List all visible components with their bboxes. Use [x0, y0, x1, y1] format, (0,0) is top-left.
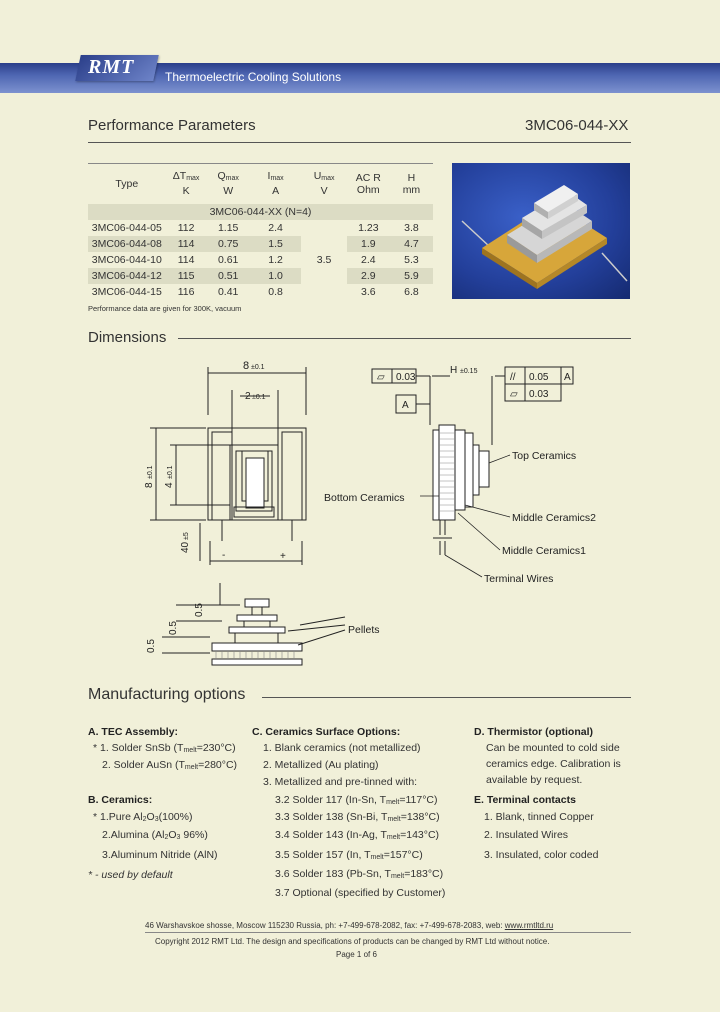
performance-note: Performance data are given for 300K, vac… [88, 304, 242, 313]
table-row: 3MC06-044-12 115 0.51 1.0 2.9 5.9 [88, 267, 433, 284]
flatness2-value: 0.03 [529, 389, 549, 400]
dim-width-8: 8 [243, 360, 249, 372]
dimension-drawings: 8 ±0.1 2 ±0.1 8 ±0.1 4 ±0.1 40 ±5 - + [144, 360, 596, 666]
thermistor-line-3: available by request. [486, 774, 583, 786]
group-label: 3MC06-044-XX (N=4) [88, 203, 433, 220]
dim-wire-40-tol: ±5 [183, 532, 190, 540]
solder-option-37: 3.7 Optional (specified by Customer) [275, 887, 446, 899]
dim-wire-40: 40 [180, 541, 191, 553]
solder-option-36: 3.6 Solder 183 (Pb-Sn, Tmelt=183°C) [275, 868, 444, 880]
footer-copyright: Copyright 2012 RMT Ltd. The design and s… [155, 937, 550, 946]
dim-height-4: 4 [164, 482, 175, 488]
company-logo: RMT [88, 56, 135, 78]
terminal-option-2: 2. Insulated Wires [484, 829, 569, 841]
table-row: 3MC06-044-05 112 1.15 2.4 3.5 1.23 3.8 [88, 220, 433, 266]
ceramics-option-3: 3.Aluminum Nitride (AlN) [102, 849, 218, 861]
dim-height-8-tol: ±0.1 [147, 465, 154, 479]
footer-rule [145, 932, 631, 933]
parallelism-symbol: // [510, 372, 516, 383]
datum-a: A [402, 400, 409, 411]
datum-ref: A [564, 372, 571, 383]
performance-title: Performance Parameters [88, 117, 256, 134]
dim-height-h-tol: ±0.15 [460, 368, 478, 375]
front-view-drawing [162, 583, 346, 666]
umax-value: 3.5 [316, 253, 332, 266]
footer-page: Page 1 of 6 [336, 950, 377, 959]
product-photo [452, 163, 630, 299]
dim-05-top: 0.5 [194, 603, 205, 617]
terminal-option-1: 1. Blank, tinned Copper [484, 811, 594, 823]
dim-height-h: H [450, 365, 457, 376]
side-view-drawing [371, 366, 574, 555]
dim-height-8: 8 [144, 482, 155, 488]
manufacturing-rule [262, 697, 631, 698]
dim-height-4-tol: ±0.1 [167, 465, 174, 479]
top-view-drawing [150, 367, 307, 565]
solder-option-33: 3.3 Solder 138 (Sn-Bi, Tmelt=138°C) [275, 811, 440, 823]
solder-option-34: 3.4 Solder 143 (In-Ag, Tmelt=143°C) [275, 829, 440, 841]
thermistor-line-1: Can be mounted to cold side [486, 742, 620, 754]
manufacturing-title: Manufacturing options [88, 686, 246, 703]
terminal-plus: + [280, 551, 286, 562]
surface-options-heading: C. Ceramics Surface Options: [252, 726, 401, 738]
parallelism-value: 0.05 [529, 372, 549, 383]
tagline: Thermoelectric Cooling Solutions [165, 70, 342, 84]
tec-assembly-heading: A. TEC Assembly: [88, 726, 179, 738]
dimensions-rule [178, 338, 631, 339]
label-middle-ceramics2: Middle Ceramics2 [512, 512, 596, 524]
label-terminal-wires: Terminal Wires [484, 573, 553, 585]
surface-option-3: 3. Metallized and pre-tinned with: [263, 776, 418, 788]
dim-inner-2: 2 [245, 391, 251, 402]
table-group-row: 3MC06-044-XX (N=4) [88, 203, 433, 220]
table-row: 3MC06-044-10 114 0.61 1.2 2.4 5.3 [91, 253, 419, 266]
table-row: 3MC06-044-08 114 0.75 1.5 1.9 4.7 [88, 235, 433, 252]
model-number: 3MC06-044-XX [525, 117, 629, 134]
label-top-ceramics: Top Ceramics [512, 450, 576, 462]
dim-05-mid: 0.5 [168, 621, 179, 635]
default-note: * - used by default [88, 869, 173, 881]
dim-05-bottom: 0.5 [146, 639, 157, 653]
dim-inner-2-tol: ±0.1 [252, 394, 266, 401]
ceramics-option-2: 2.Alumina (Al2O3 96%) [102, 829, 208, 841]
tec-option-2: 2. Solder AuSn (Tmelt=280°C) [102, 759, 238, 771]
dim-width-8-tol: ±0.1 [251, 364, 265, 371]
terminal-minus: - [222, 550, 225, 561]
flatness-value: 0.03 [396, 372, 416, 383]
label-pellets: Pellets [348, 624, 380, 636]
label-middle-ceramics1: Middle Ceramics1 [502, 545, 586, 557]
flatness2-symbol: ▱ [510, 389, 518, 400]
flatness-symbol: ▱ [377, 372, 385, 383]
table-row: 3MC06-044-15 116 0.41 0.8 3.6 6.8 [91, 285, 419, 298]
terminal-contacts-heading: E. Terminal contacts [474, 794, 576, 806]
ceramics-heading: B. Ceramics: [88, 794, 153, 806]
performance-rule [88, 142, 631, 143]
footer-address: 46 Warshavskoe shosse, Moscow 115230 Rus… [145, 921, 554, 930]
label-bottom-ceramics: Bottom Ceramics [324, 492, 405, 504]
terminal-option-3: 3. Insulated, color coded [484, 849, 599, 861]
footer-web-link[interactable]: www.rmtltd.ru [504, 921, 554, 930]
ceramics-option-1: * 1.Pure Al2O3(100%) [93, 811, 193, 823]
solder-option-32: 3.2 Solder 117 (In-Sn, Tmelt=117°C) [275, 794, 438, 806]
solder-option-35: 3.5 Solder 157 (In, Tmelt=157°C) [275, 849, 423, 861]
thermistor-line-2: ceramics edge. Calibration is [486, 758, 621, 770]
col-type: Type [88, 163, 166, 204]
surface-option-1: 1. Blank ceramics (not metallized) [263, 742, 421, 754]
dimensions-title: Dimensions [88, 329, 167, 346]
surface-option-2: 2. Metallized (Au plating) [263, 759, 379, 771]
tec-module-image [461, 185, 628, 289]
tec-option-1: * 1. Solder SnSb (Tmelt=230°C) [93, 742, 236, 754]
thermistor-heading: D. Thermistor (optional) [474, 726, 593, 738]
